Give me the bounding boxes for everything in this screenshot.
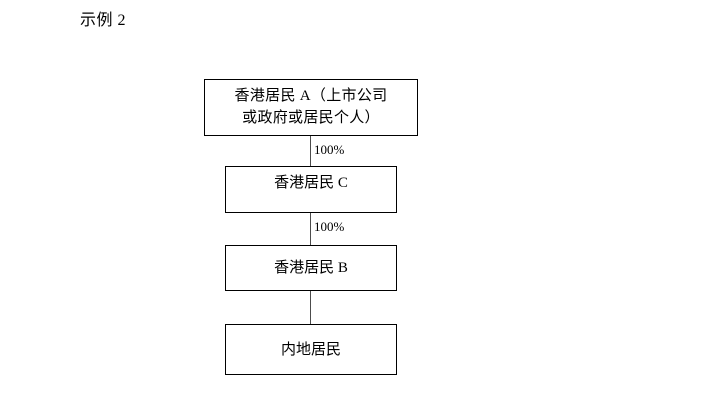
node-hong-kong-resident-a: 香港居民 A（上市公司 或政府或居民个人）	[204, 79, 418, 136]
edge-label-a-to-c: 100%	[314, 142, 345, 157]
page-title: 示例 2	[80, 12, 127, 29]
connector-b-to-mainland	[310, 291, 311, 324]
node-hong-kong-resident-a-label: 香港居民 A（上市公司 或政府或居民个人）	[234, 88, 388, 126]
connector-c-to-b	[310, 213, 311, 245]
edge-label-c-to-b: 100%	[314, 219, 345, 234]
node-mainland-resident: 内地居民	[225, 324, 397, 375]
node-hong-kong-resident-c-label: 香港居民 C	[274, 175, 348, 191]
node-mainland-resident-label: 内地居民	[280, 342, 341, 358]
connector-a-to-c	[310, 136, 311, 166]
node-hong-kong-resident-c: 香港居民 C	[225, 166, 397, 213]
node-hong-kong-resident-b: 香港居民 B	[225, 245, 397, 291]
node-hong-kong-resident-b-label: 香港居民 B	[274, 260, 348, 276]
